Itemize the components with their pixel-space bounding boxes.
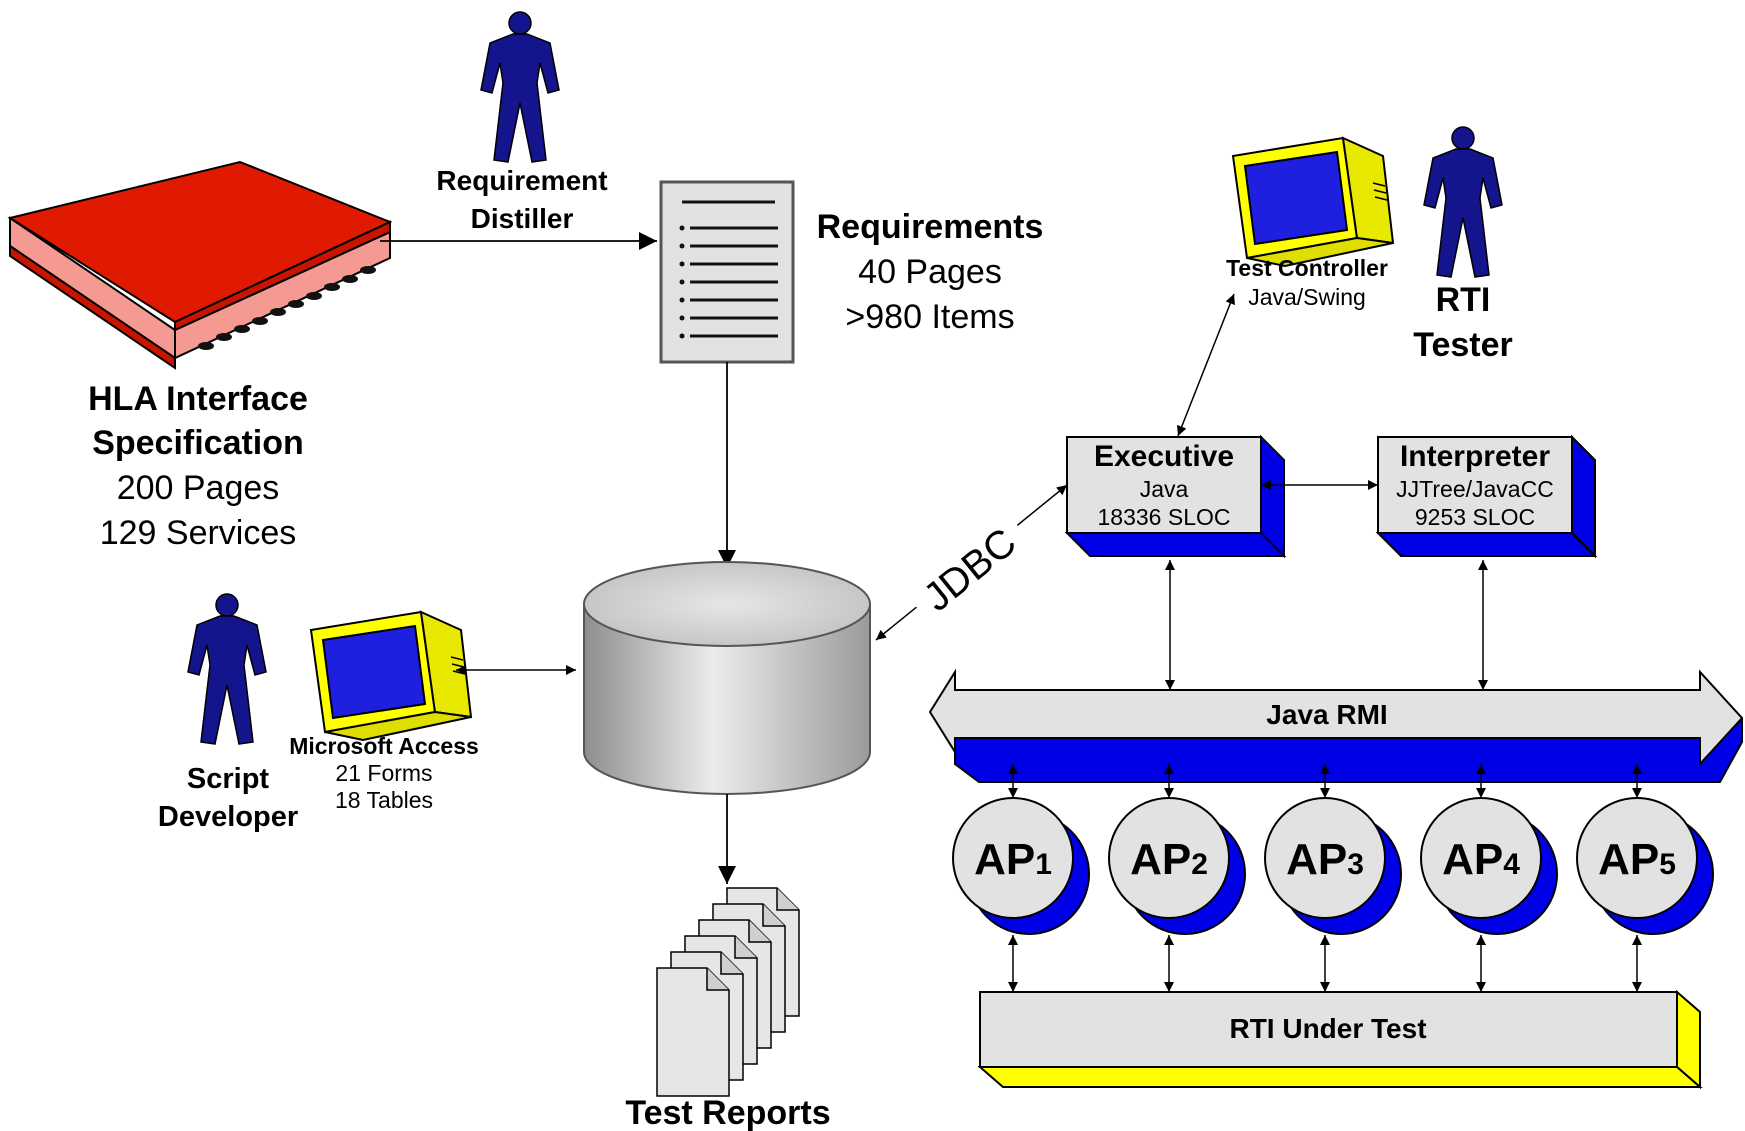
requirements-title: Requirements (817, 208, 1044, 246)
executive-title: Executive (1094, 440, 1234, 473)
distiller-label-2: Distiller (471, 203, 574, 234)
book-icon (7, 160, 393, 370)
access-tables: 18 Tables (335, 787, 433, 813)
test-controller-tech: Java/Swing (1248, 284, 1366, 310)
test-controller-title: Test Controller (1226, 255, 1388, 281)
requirements-pages: 40 Pages (858, 253, 1002, 291)
distiller-label-1: Requirement (436, 165, 607, 196)
executive-sloc: 18336 SLOC (1098, 504, 1231, 530)
interpreter-box (1375, 434, 1598, 559)
ap-node-2: AP2 (1108, 764, 1246, 992)
ap-label: AP1 (974, 835, 1052, 884)
access-forms: 21 Forms (335, 760, 432, 786)
ap-label: AP2 (1130, 835, 1208, 884)
spec-title-2: Specification (92, 424, 304, 462)
ap-nodes: AP1 AP2 AP3 AP4 AP5 (952, 764, 1714, 992)
access-title: Microsoft Access (289, 733, 479, 759)
rti-tester-label-2: Tester (1413, 326, 1513, 364)
ap-label: AP5 (1598, 835, 1676, 884)
rti-under-test-box (977, 989, 1703, 1090)
executive-tech: Java (1140, 476, 1189, 502)
ap-label: AP3 (1286, 835, 1364, 884)
ap-node-5: AP5 (1576, 764, 1714, 992)
spec-pages: 200 Pages (117, 469, 280, 507)
test-reports-label: Test Reports (625, 1094, 830, 1131)
rti-tester-label-1: RTI (1436, 281, 1491, 319)
rti-under-test-label: RTI Under Test (1229, 1013, 1426, 1044)
script-dev-label-2: Developer (158, 801, 298, 833)
report-stack-icon (656, 887, 800, 1097)
ap-node-3: AP3 (1264, 764, 1402, 992)
executive-controller-arrow (1177, 293, 1235, 437)
ap-label: AP4 (1442, 835, 1520, 884)
interpreter-sloc: 9253 SLOC (1415, 504, 1535, 530)
script-dev-label-1: Script (187, 763, 270, 795)
java-rmi-label: Java RMI (1266, 699, 1387, 730)
ap-node-1: AP1 (952, 764, 1090, 992)
requirements-items: >980 Items (845, 298, 1014, 336)
document-icon (659, 180, 795, 364)
spec-title-1: HLA Interface (88, 380, 308, 418)
interpreter-tech: JJTree/JavaCC (1396, 476, 1554, 502)
database-icon (583, 561, 871, 795)
ap-node-4: AP4 (1420, 764, 1558, 992)
java-rmi-bus (928, 668, 1744, 783)
spec-services: 129 Services (100, 514, 297, 552)
interpreter-title: Interpreter (1400, 440, 1550, 473)
